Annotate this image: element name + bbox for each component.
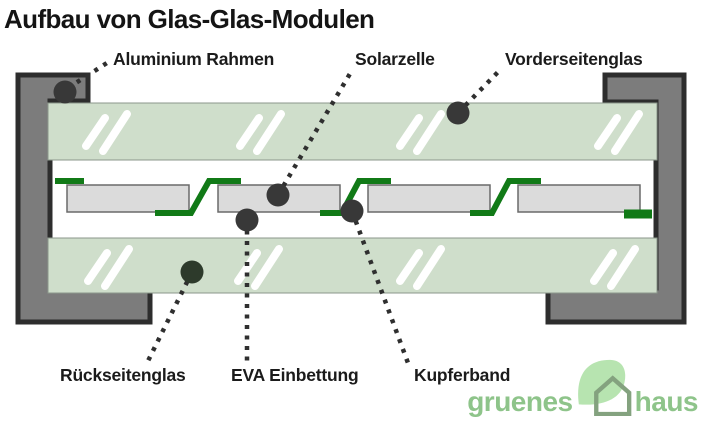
copper-ribbon-connector [470,178,541,216]
marker-dot-vorderseitenglas [446,101,470,125]
logo-text-right: haus [634,386,699,418]
marker-dot-solarzelle [266,183,290,207]
page-title: Aufbau von Glas-Glas-Modulen [4,4,375,34]
label-vorderseitenglas: Vorderseitenglas [505,49,643,69]
brand-logo: gruenes haus [467,356,699,418]
label-kupferband: Kupferband [414,365,511,385]
leaf-house-icon [577,359,631,416]
label-eva-einbettung: EVA Einbettung [231,365,359,385]
solar-cell [66,184,190,213]
solar-cell [367,184,491,213]
label-solarzelle: Solarzelle [355,49,435,69]
front-glass [47,102,658,161]
house-icon [593,375,631,416]
leaf-icon [577,359,625,405]
marker-dot-aluminium [53,80,77,104]
marker-dot-kupferband [340,199,364,223]
leader-aluminium [66,59,112,90]
marker-dot-eva [235,208,259,232]
label-aluminium-rahmen: Aluminium Rahmen [113,49,275,69]
copper-ribbon-connector [155,178,241,216]
copper-ribbons [55,178,652,219]
glass-shine-back [84,245,639,290]
logo-text-left: gruenes [467,386,573,418]
solar-cell [517,184,641,213]
copper-ribbon-connector [320,178,391,216]
leader-solarzelle [276,70,353,197]
glass-shine-front [82,110,643,155]
back-glass [47,237,658,294]
label-rueckseitenglas: Rückseitenglas [60,365,186,385]
leader-lines [66,59,501,364]
leader-rueckseitenglas [144,271,195,364]
marker-dot-rueckseitenglas [180,260,204,284]
